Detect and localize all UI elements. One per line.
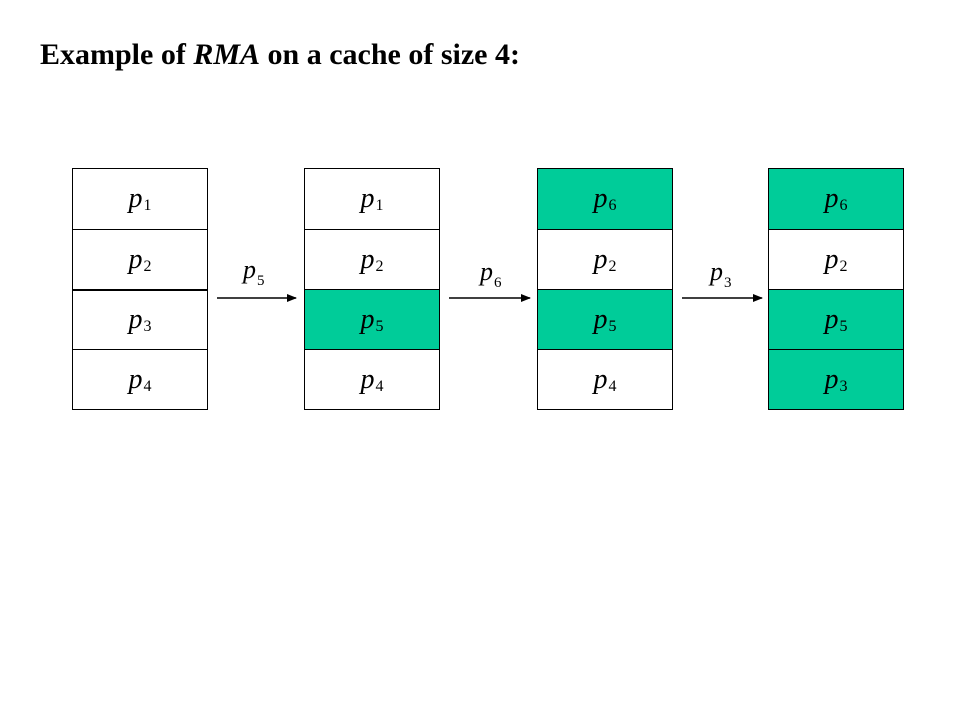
- request-page-index: 5: [257, 273, 265, 289]
- request-page-index: 3: [724, 275, 732, 291]
- request-label-1: p5: [243, 255, 265, 289]
- request-label-2: p6: [480, 257, 502, 291]
- slot-page-index: 2: [375, 257, 384, 275]
- slot-page: p: [360, 303, 375, 335]
- slot-page-index: 6: [839, 197, 848, 214]
- request-label-3: p3: [710, 257, 732, 291]
- slot-page: p: [360, 243, 375, 275]
- slot-page: p: [824, 183, 839, 214]
- slot-page: p: [824, 363, 839, 395]
- slot-page: p: [128, 243, 143, 275]
- slot-page: p: [593, 363, 608, 395]
- slot-page-index: 4: [143, 377, 152, 395]
- slot-page-index: 5: [375, 317, 384, 335]
- slot-page-index: 2: [608, 257, 617, 275]
- slot-page: p: [593, 183, 608, 214]
- slot-page-index: 3: [839, 377, 848, 395]
- slot-page-index: 3: [143, 318, 152, 335]
- slot-page-index: 4: [608, 377, 617, 395]
- page-title: Example of RMA on a cache of size 4:: [40, 38, 520, 72]
- slot-page-index: 2: [143, 257, 152, 275]
- slot-page-index: 4: [375, 377, 384, 395]
- request-page: p: [243, 255, 256, 284]
- request-page: p: [480, 257, 493, 286]
- slot-page-index: 6: [608, 197, 617, 214]
- slot-page: p: [360, 363, 375, 395]
- request-page-index: 6: [494, 275, 502, 291]
- slot-page: p: [593, 243, 608, 275]
- slot-page: p: [824, 303, 839, 335]
- title-suffix: on a cache of size 4:: [260, 38, 520, 71]
- slot-page-index: 5: [839, 317, 848, 335]
- slot-page: p: [128, 183, 143, 214]
- slot-page-index: 1: [375, 197, 384, 214]
- title-prefix: Example of: [40, 38, 194, 71]
- slot-page: p: [128, 363, 143, 395]
- slot-page-index: 1: [143, 197, 152, 214]
- slot-page: p: [360, 183, 375, 214]
- slot-page: p: [128, 304, 143, 335]
- slot-page-index: 2: [839, 257, 848, 275]
- slot-page-index: 5: [608, 317, 617, 335]
- slot-page: p: [593, 303, 608, 335]
- request-page: p: [710, 257, 723, 286]
- title-algorithm: RMA: [193, 38, 261, 71]
- slot-page: p: [824, 243, 839, 275]
